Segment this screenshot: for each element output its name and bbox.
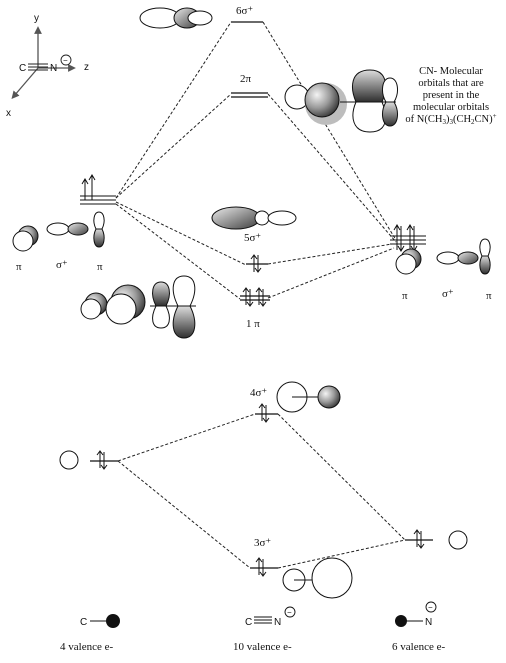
mid-charge-circle-icon <box>284 606 296 618</box>
correlation-lines-bottom <box>117 413 406 569</box>
lone-pair-dot-icon <box>106 614 120 628</box>
bottom-mid-atom: C N − 10 valence e- <box>233 606 296 653</box>
axis-n-atom: N <box>50 63 57 74</box>
left-label-pi-b: π <box>97 261 103 273</box>
axis-c-atom: C <box>19 63 26 74</box>
right-s-orbital-icon <box>448 530 468 550</box>
label-3sigma: 3σ⁺ <box>254 537 271 549</box>
axes-icon: y x z C N − <box>6 13 89 119</box>
caption-line-4: molecular orbitals <box>413 102 489 113</box>
bottom-mid-c: C <box>245 617 252 628</box>
correlation-lines-top <box>115 21 397 300</box>
bottom-mid-charge: − <box>287 608 292 617</box>
caption: CN- Molecular orbitals that are present … <box>405 66 496 126</box>
bottom-left-atom: C 4 valence e- <box>60 614 120 653</box>
right-label-pi-b: π <box>486 290 492 302</box>
lone-pair-dot-right-icon <box>395 615 407 627</box>
orbital-4sigma-icon <box>276 381 341 413</box>
bottom-right-atom-label: N <box>425 617 432 628</box>
axis-x-label: x <box>6 108 11 119</box>
right-label-sigma: σ⁺ <box>442 288 454 300</box>
level-1pi: 1 π <box>240 287 270 330</box>
level-3sigma: 3σ⁺ <box>250 537 278 577</box>
caption-line-3: present in the <box>423 90 480 101</box>
left-atomic-levels <box>80 174 116 205</box>
right-atomic-levels <box>390 224 426 252</box>
orbital-3sigma-icon <box>282 557 353 599</box>
orbital-1pi-icon <box>80 275 196 339</box>
axis-z-label: z <box>84 62 89 73</box>
right-label-pi-a: π <box>402 290 408 302</box>
bottom-mid-count: 10 valence e- <box>233 641 292 653</box>
bottom-mid-n: N <box>274 617 281 628</box>
caption-line-2: orbitals that are <box>418 78 484 89</box>
level-2pi: 2π <box>231 73 268 98</box>
left-label-sigma: σ⁺ <box>56 259 68 271</box>
level-6sigma: 6σ⁺ <box>231 5 263 23</box>
bottom-right-charge: − <box>428 603 433 612</box>
label-4sigma: 4σ⁺ <box>250 387 267 399</box>
left-p-orbitals-icon: π σ⁺ π <box>12 211 105 273</box>
orbital-5sigma-icon <box>211 206 297 230</box>
bottom-left-count: 4 valence e- <box>60 641 113 653</box>
caption-line-1: CN- Molecular <box>419 66 483 77</box>
bottom-right-count: 6 valence e- <box>392 641 445 653</box>
label-2pi: 2π <box>240 73 252 85</box>
right-p-orbitals-icon: π σ⁺ π <box>395 238 492 302</box>
right-charge-circle-icon <box>425 601 437 613</box>
charge-circle-icon <box>60 54 72 66</box>
caption-line-5: of N(CH3)3(CH2CN)+ <box>405 112 496 126</box>
level-4sigma: 4σ⁺ <box>250 387 278 423</box>
axis-y-label: y <box>34 13 39 24</box>
orbital-6sigma-icon <box>139 7 213 29</box>
orbital-2pi-icon <box>284 69 398 133</box>
left-s-orbital-icon <box>59 450 79 470</box>
axis-charge: − <box>63 56 68 65</box>
bottom-left-atom-label: C <box>80 617 87 628</box>
left-s-level <box>59 450 118 470</box>
level-5sigma: 5σ⁺ <box>244 232 268 273</box>
right-s-level <box>405 529 468 550</box>
label-1pi: 1 π <box>246 318 260 330</box>
left-label-pi-a: π <box>16 261 22 273</box>
label-6sigma: 6σ⁺ <box>236 5 253 17</box>
bottom-right-atom: N − 6 valence e- <box>392 601 445 653</box>
label-5sigma: 5σ⁺ <box>244 232 261 244</box>
